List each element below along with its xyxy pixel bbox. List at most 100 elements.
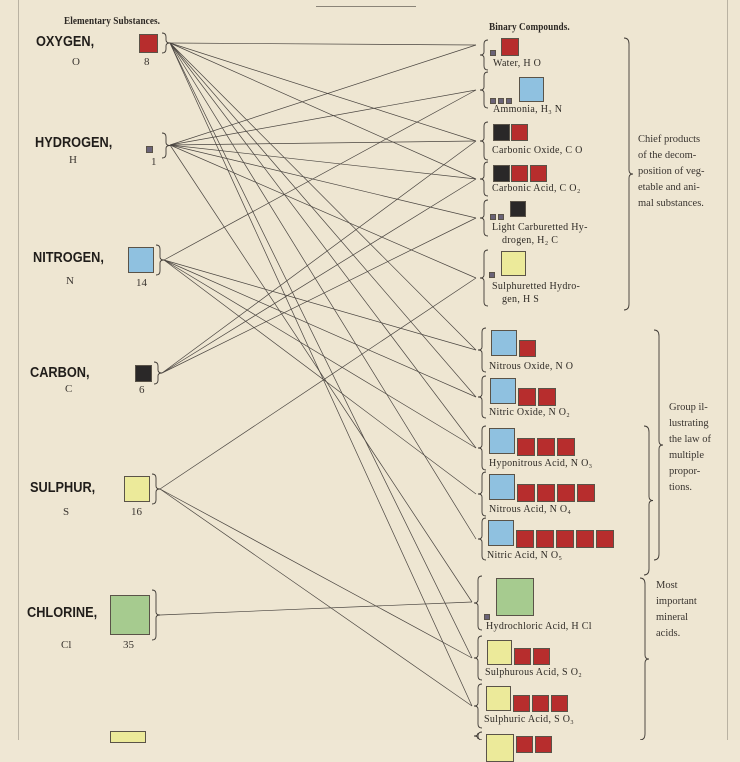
oxygen-square (516, 736, 533, 753)
compound-brace (477, 471, 487, 517)
nitrogen-brace (155, 244, 165, 276)
note-line: propor- (669, 466, 701, 477)
connection-lines (151, 32, 664, 740)
note-line: tions. (669, 482, 693, 493)
compound-label-sulphuric-acid: Sulphuric Acid, S O₃ (484, 714, 575, 725)
hydrogen-swatch (146, 146, 153, 153)
carbon-square (510, 201, 526, 217)
connector-line (169, 144, 473, 603)
connector-line (161, 140, 477, 374)
oxygen-square (538, 388, 556, 406)
connector-line (169, 89, 477, 146)
connector-line (159, 488, 473, 659)
element-name: NITROGEN, (33, 250, 104, 266)
oxygen-square (530, 165, 547, 182)
compound-label-carbonic-oxide: Carbonic Oxide, C O (492, 145, 583, 156)
compound-label-nitric-oxide: Nitric Oxide, N O₂ (489, 407, 571, 418)
compound-label-sulphurous-acid: Sulphurous Acid, S O₂ (485, 667, 583, 678)
compound-label-hydrochloric-acid: Hydrochloric Acid, H Cl (486, 621, 592, 632)
hydrogen-square (489, 272, 495, 278)
oxygen-square (557, 484, 575, 502)
oxygen-square (537, 438, 555, 456)
compound-brace (473, 731, 483, 740)
nitrogen-square (488, 520, 514, 546)
element-weight: 16 (131, 506, 142, 518)
chart-page: Elementary Substances. Binary Compounds.… (18, 0, 728, 762)
connector-line (159, 488, 473, 707)
hydrogen-square (490, 50, 496, 56)
element-symbol: S (63, 506, 70, 518)
compound-brace (477, 327, 487, 373)
compound-label-nitric-acid: Nitric Acid, N O₅ (487, 550, 563, 561)
compound-brace (473, 635, 483, 681)
compound-brace (479, 71, 489, 109)
note-line: the law of (669, 434, 711, 445)
note-line: acids. (656, 628, 681, 639)
compound-label-ammonia: Ammonia, H₃ N (493, 104, 563, 115)
oxygen-square (577, 484, 595, 502)
compound-label-water: Water, H O (493, 58, 542, 69)
chlorine-swatch (110, 595, 150, 635)
note-line: position of veg- (638, 166, 705, 177)
hydrogen-square (490, 214, 496, 220)
hydrogen-square (498, 214, 504, 220)
note-chief-products: Chief products of the decom- position of… (638, 132, 705, 212)
connector-line (169, 42, 477, 540)
hydrogen-square (484, 614, 490, 620)
element-name: SULPHUR, (30, 480, 96, 496)
carbon-swatch (135, 365, 152, 382)
carbon-brace (153, 361, 163, 385)
chlorine-square (496, 578, 534, 616)
connector-line (163, 259, 477, 398)
compound-brace (479, 121, 489, 161)
top-rule (316, 6, 416, 7)
compound-label-sulphuretted-hydrogen: Sulphuretted Hydro- (492, 281, 581, 292)
compound-label-light-carburetted-hydrogen: Light Carburetted Hy- (492, 222, 588, 233)
nitrogen-swatch (128, 247, 154, 273)
oxygen-square (536, 530, 554, 548)
nitrogen-square (489, 428, 515, 454)
note-multiple-proportions: Group il- lustrating the law of multiple… (669, 400, 711, 496)
compound-label-nitrous-oxide: Nitrous Oxide, N O (489, 361, 574, 372)
connector-line (169, 144, 477, 219)
connector-line (169, 42, 477, 398)
oxygen-square (516, 530, 534, 548)
element-name: HYDROGEN, (35, 135, 113, 151)
connector-line (159, 601, 473, 616)
compound-brace (477, 517, 487, 561)
hydrogen-square (498, 98, 504, 104)
sulphur-square (486, 686, 511, 711)
note-line: Most (656, 580, 678, 591)
connector-line (169, 42, 477, 449)
nitrogen-square (519, 77, 544, 102)
compound-brace (473, 683, 483, 729)
element-name: OXYGEN, (36, 34, 95, 50)
connector-line (169, 42, 473, 659)
note-line: multiple (669, 450, 704, 461)
note-line: Chief products (638, 134, 701, 145)
compound-label-sulphuretted-hydrogen-2: gen, H S (502, 294, 540, 305)
oxygen-square (519, 340, 536, 357)
compound-label-carbonic-acid: Carbonic Acid, C O₂ (492, 183, 581, 194)
connector-line (169, 144, 477, 180)
oxygen-square (514, 648, 531, 665)
oxygen-brace (161, 32, 171, 54)
element-symbol: H (69, 154, 77, 166)
note-line: of the decom- (638, 150, 697, 161)
note-line: lustrating (669, 418, 709, 429)
connector-line (163, 89, 477, 261)
connector-line (161, 217, 477, 374)
sulphur-square (501, 251, 526, 276)
elementary-substances-header: Elementary Substances. (64, 16, 161, 27)
oxygen-square (557, 438, 575, 456)
oxygen-square (517, 438, 535, 456)
oxygen-square (537, 484, 555, 502)
element-weight: 14 (136, 277, 147, 289)
note-line: mineral (656, 612, 689, 623)
element-name: CHLORINE, (27, 605, 98, 621)
carbon-square (493, 165, 510, 182)
compound-brace (479, 161, 489, 197)
connector-line (169, 42, 473, 707)
oxygen-square (576, 530, 594, 548)
note-line: important (656, 596, 697, 607)
